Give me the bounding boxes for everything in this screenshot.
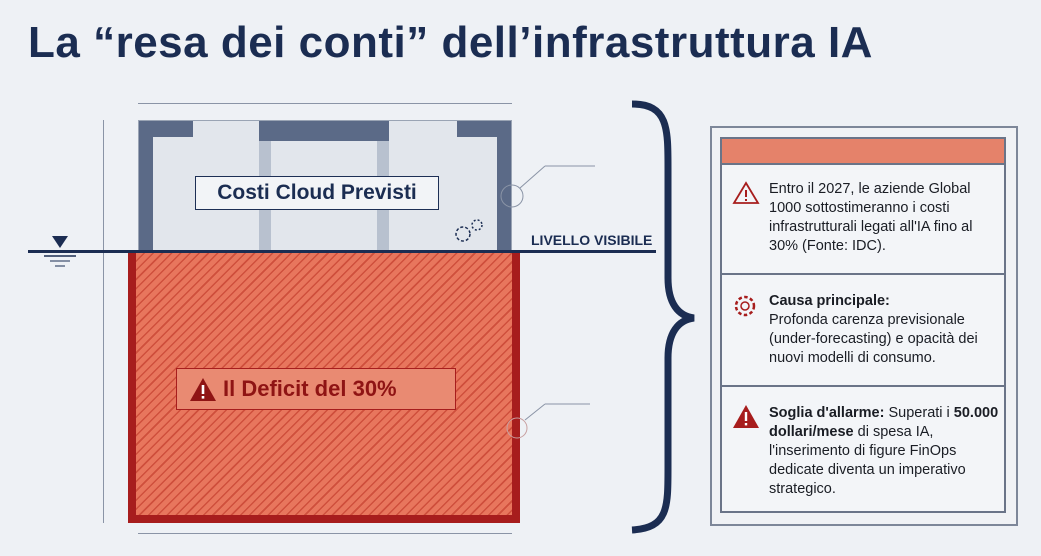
deficit-label-text: Il Deficit del 30% bbox=[223, 376, 397, 401]
warning-icon bbox=[190, 378, 216, 401]
gear-icon bbox=[734, 295, 756, 317]
divider bbox=[722, 385, 1004, 387]
info-item-threshold: Soglia d'allarme: Superati i 50.000 doll… bbox=[722, 404, 1004, 499]
deficit-label: Il Deficit del 30% bbox=[176, 368, 456, 410]
info-item-text: Superati i bbox=[888, 405, 950, 421]
info-item-text: Entro il 2027, le aziende Global 1000 so… bbox=[769, 181, 973, 254]
projected-costs-structure bbox=[138, 120, 512, 252]
waterline bbox=[28, 250, 656, 253]
dimension-line-bottom bbox=[138, 533, 512, 534]
info-item-text: di spesa IA, l'inserimento di figure Fin… bbox=[769, 424, 966, 497]
page-title: La “resa dei conti” dell’infrastruttura … bbox=[28, 18, 873, 67]
gears-icon bbox=[455, 219, 483, 242]
dimension-line-top bbox=[138, 103, 512, 104]
dimension-line-left bbox=[103, 120, 104, 523]
warning-outline-icon bbox=[732, 181, 760, 204]
info-item-title: Soglia d'allarme: bbox=[769, 405, 885, 421]
warning-filled-icon bbox=[733, 405, 759, 428]
water-level-icon bbox=[44, 236, 76, 267]
info-item-text: Profonda carenza previsionale (under-for… bbox=[769, 312, 978, 366]
divider bbox=[722, 273, 1004, 275]
callout-circle bbox=[500, 165, 595, 208]
info-item-forecast: Entro il 2027, le aziende Global 1000 so… bbox=[722, 180, 1004, 256]
info-item-cause: Causa principale: Profonda carenza previ… bbox=[722, 292, 1004, 368]
info-item-title: Causa principale: bbox=[769, 293, 890, 309]
curly-brace bbox=[631, 100, 695, 534]
info-item-highlight: 50.000 dollari/mese bbox=[769, 405, 999, 440]
projected-costs-label: Costi Cloud Previsti bbox=[195, 176, 439, 210]
visible-level-label: LIVELLO VISIBILE bbox=[531, 232, 653, 248]
callout-circle-deficit bbox=[506, 403, 590, 439]
info-panel-inner bbox=[720, 137, 1006, 513]
info-panel-header bbox=[722, 139, 1004, 165]
